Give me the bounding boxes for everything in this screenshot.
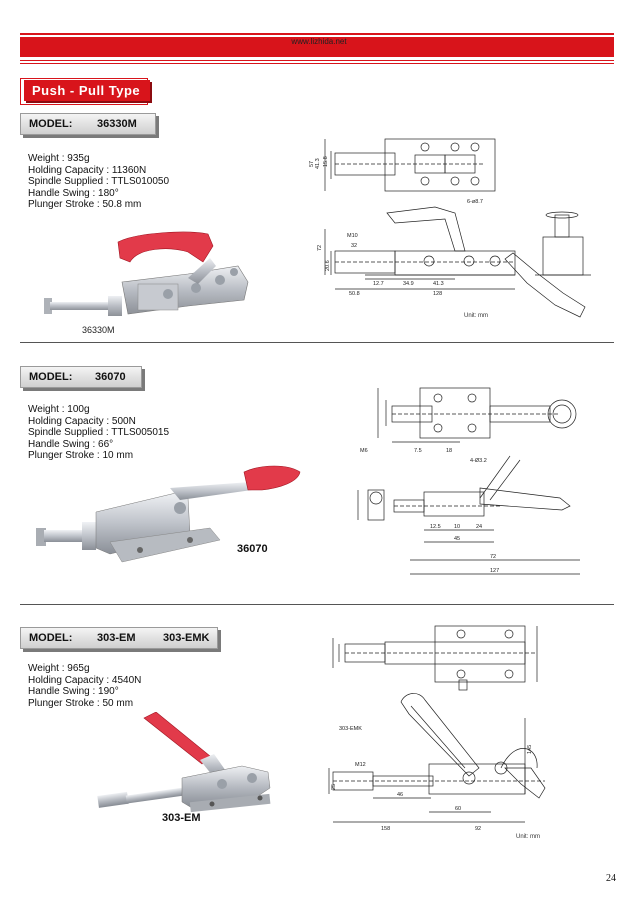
dim-label: 25 — [331, 784, 337, 790]
photo-caption: 36330M — [82, 325, 115, 335]
model-label: MODEL: — [29, 118, 73, 130]
dim-label: 10 — [454, 524, 460, 530]
page-number: 24 — [606, 873, 616, 884]
technical-drawing-36330m: 57 41.3 15.8 6-ø8.7 M10 32 72 20.6 12.7 … — [309, 138, 591, 318]
spec-weight: Weight : 100g — [28, 404, 90, 415]
dim-label: M6 — [360, 448, 368, 454]
dim-label: M12 — [355, 762, 366, 768]
section-divider-2 — [20, 604, 614, 605]
dim-label: 145 — [527, 745, 533, 754]
unit-note: Unit: mm — [516, 834, 540, 840]
technical-drawing-303-em: 303-EMK M12 145 25 46 60 158 92 — [328, 625, 546, 832]
dim-label: 92 — [475, 826, 481, 832]
spec-weight: Weight : 935g — [28, 153, 90, 164]
header-rule-2 — [20, 63, 614, 64]
dim-label: 158 — [381, 826, 390, 832]
spec-holding-capacity: Holding Capacity : 11360N — [28, 164, 147, 176]
header-band — [20, 37, 614, 57]
product-photo-303-em — [97, 712, 271, 813]
spec-holding-capacity: Holding Capacity : 500N — [28, 415, 136, 427]
dim-label: 24 — [476, 524, 482, 530]
section-title: Push - Pull Type — [24, 80, 151, 101]
header-top-rule — [20, 33, 614, 35]
model-value-alt: 303-EMK — [163, 632, 210, 644]
dim-label: 303-EMK — [339, 726, 362, 732]
dim-label: 7.5 — [414, 448, 422, 454]
dim-label: 72 — [317, 245, 323, 251]
spec-weight: Weight : 965g — [28, 663, 90, 674]
product-photo-36330m — [44, 231, 249, 316]
model-box-2: MODEL: 36070 — [20, 366, 142, 388]
dim-label: 32 — [351, 243, 357, 249]
photo-caption: 303-EM — [162, 812, 201, 824]
spec-spindle: Spindle Supplied : TTLS005015 — [28, 427, 170, 438]
dim-label: 128 — [433, 291, 442, 297]
spec-holding-capacity: Holding Capacity : 4540N — [28, 674, 142, 686]
dim-label: 50.8 — [349, 291, 360, 297]
dim-label: 45 — [454, 536, 460, 542]
dim-label: 127 — [490, 568, 499, 574]
model-label: MODEL: — [29, 632, 73, 644]
spec-list-1: Weight : 935g Holding Capacity : 11360N … — [28, 153, 169, 211]
spec-plunger-stroke: Plunger Stroke : 50 mm — [28, 697, 134, 709]
dim-label: 20.6 — [325, 260, 331, 271]
model-value: 303-EM — [97, 632, 136, 644]
spec-list-3: Weight : 965g Holding Capacity : 4540N H… — [28, 663, 141, 709]
spec-handle-swing: Handle Swing : 66° — [28, 438, 114, 450]
model-value: 36070 — [95, 371, 126, 383]
spec-plunger-stroke: Plunger Stroke : 50.8 mm — [28, 199, 142, 210]
dim-label: 15.8 — [323, 156, 329, 167]
model-label: MODEL: — [29, 371, 73, 383]
model-value: 36330M — [97, 118, 137, 130]
spec-handle-swing: Handle Swing : 190° — [28, 686, 119, 697]
section-divider-1 — [20, 342, 614, 343]
dim-label: 60 — [455, 806, 461, 812]
model-box-1: MODEL: 36330M — [20, 113, 156, 135]
dim-label: 6-ø8.7 — [467, 199, 483, 205]
dim-label: 41.3 — [433, 281, 444, 287]
spec-handle-swing: Handle Swing : 180° — [28, 187, 119, 199]
model-box-3: MODEL: 303-EM 303-EMK — [20, 627, 218, 649]
dim-label: 12.5 — [430, 524, 441, 530]
dim-label: 12.7 — [373, 281, 384, 287]
dim-label: 18 — [446, 448, 452, 454]
dim-label: 46 — [397, 792, 403, 798]
technical-drawing-36070: M6 7.5 18 4-Ø3.2 12.5 10 24 45 72 127 — [357, 387, 580, 575]
spec-plunger-stroke: Plunger Stroke : 10 mm — [28, 450, 134, 461]
website-url[interactable]: www.lizhida.net — [291, 37, 347, 46]
spec-spindle: Spindle Supplied : TTLS010050 — [28, 176, 170, 187]
dim-label: 34.9 — [403, 281, 414, 287]
dim-label: 72 — [490, 554, 496, 560]
dim-label: 57 — [309, 161, 315, 167]
dim-label: M10 — [347, 233, 358, 239]
photo-caption: 36070 — [237, 543, 268, 555]
dim-label: 4-Ø3.2 — [470, 458, 487, 464]
unit-note: Unit: mm — [464, 313, 488, 319]
product-photo-36070 — [36, 465, 301, 563]
spec-list-2: Weight : 100g Holding Capacity : 500N Sp… — [28, 404, 169, 462]
header-rule-1 — [20, 60, 614, 61]
dim-label: 41.3 — [315, 158, 321, 169]
